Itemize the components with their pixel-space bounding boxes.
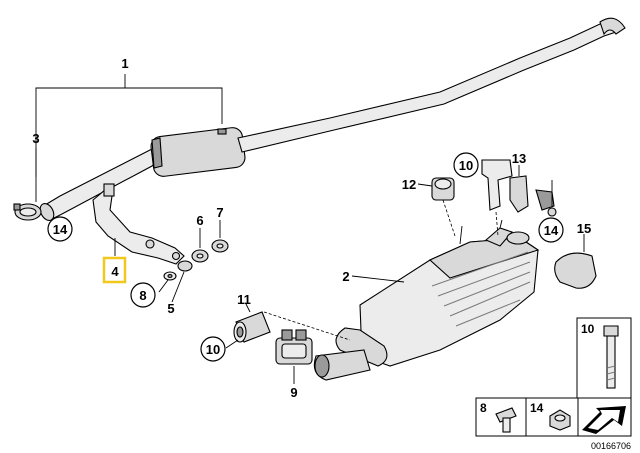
- svg-text:10: 10: [206, 342, 220, 357]
- label-9[interactable]: 9: [290, 385, 297, 400]
- label-5[interactable]: 5: [167, 301, 174, 316]
- hanger-bracket[interactable]: [481, 159, 557, 217]
- legend-nut-14[interactable]: 14: [525, 397, 579, 437]
- svg-text:8: 8: [139, 288, 146, 303]
- svg-text:10: 10: [459, 158, 473, 173]
- rear-silencer[interactable]: [313, 219, 540, 381]
- legend-bolt-10[interactable]: 10: [576, 317, 632, 399]
- callout-14-left[interactable]: 14: [47, 216, 73, 242]
- label-12[interactable]: 12: [402, 177, 416, 192]
- label-2[interactable]: 2: [342, 269, 349, 284]
- mounting-bracket[interactable]: [92, 183, 185, 265]
- callout-10-bottom[interactable]: 10: [200, 336, 226, 362]
- document-number: 00166706: [591, 441, 631, 451]
- front-pipe-assembly[interactable]: [37, 17, 626, 223]
- label-3[interactable]: 3: [32, 131, 39, 146]
- label-15[interactable]: 15: [577, 221, 591, 236]
- rubber-mount[interactable]: [431, 177, 455, 201]
- label-11[interactable]: 11: [237, 292, 251, 307]
- svg-text:14: 14: [530, 401, 544, 415]
- svg-text:10: 10: [581, 322, 595, 336]
- label-13[interactable]: 13: [512, 151, 526, 166]
- leader-1: [35, 87, 223, 177]
- rubber-hanger[interactable]: [554, 252, 597, 289]
- callout-10-top[interactable]: 10: [453, 152, 479, 178]
- callout-8[interactable]: 8: [130, 282, 156, 308]
- hex-nut-5[interactable]: [177, 260, 193, 272]
- svg-text:8: 8: [480, 401, 487, 415]
- connecting-sleeve[interactable]: [233, 311, 271, 343]
- legend-direction-arrow-icon: [577, 397, 632, 437]
- ring-washer[interactable]: [211, 239, 229, 253]
- highlight-4: [102, 256, 127, 284]
- svg-text:14: 14: [544, 223, 559, 238]
- label-6[interactable]: 6: [196, 213, 203, 228]
- callout-14-right[interactable]: 14: [538, 217, 564, 243]
- pipe-clamp[interactable]: [13, 203, 42, 221]
- svg-text:14: 14: [53, 222, 68, 237]
- legend-bolt-8[interactable]: 8: [475, 397, 527, 437]
- exhaust-clamp[interactable]: [275, 329, 313, 365]
- rubber-bush[interactable]: [191, 249, 209, 263]
- label-7[interactable]: 7: [216, 205, 223, 220]
- label-4[interactable]: 4: [111, 264, 119, 279]
- label-1[interactable]: 1: [121, 56, 128, 71]
